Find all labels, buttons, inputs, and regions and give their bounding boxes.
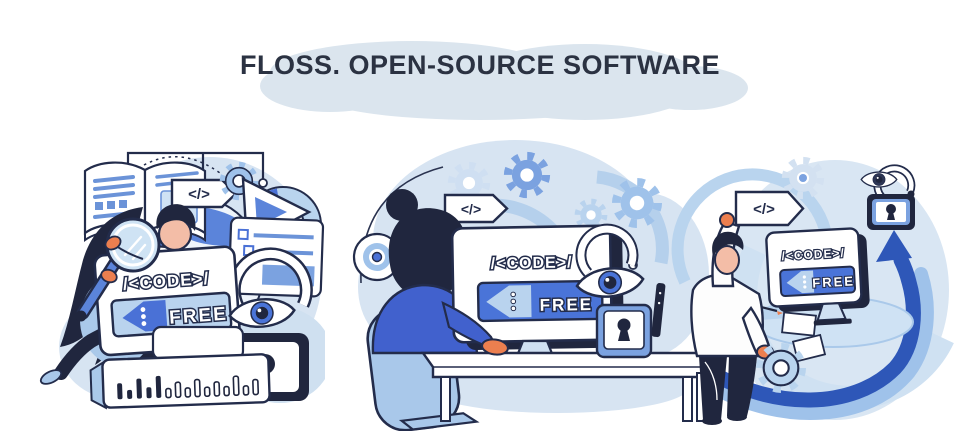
equalizer-bars-icon xyxy=(89,353,271,410)
code-card: /<CODE>/ FREE xyxy=(93,245,242,357)
person-figure xyxy=(371,189,479,355)
code-tag-icon: </> xyxy=(734,190,805,227)
padlock-icon xyxy=(867,194,915,230)
scene-left-illustration: </> /<CODE>/ xyxy=(39,151,325,410)
eye-icon xyxy=(860,171,898,188)
code-label: /<CODE>/ xyxy=(781,246,845,263)
scene-middle-illustration: </> /<CODE>/ FREE xyxy=(352,140,715,431)
scene-right-illustration: /<CODE>/ FREE </> xyxy=(671,110,954,425)
man-figure xyxy=(690,212,774,425)
code-tag-label: </> xyxy=(461,201,481,217)
free-banner: FREE xyxy=(779,265,856,298)
page-title: FLOSS. OPEN-SOURCE SOFTWARE xyxy=(239,50,721,80)
free-banner: FREE xyxy=(110,291,233,338)
gear-hub xyxy=(799,174,807,182)
monitor-icon: /<CODE>/ FREE xyxy=(765,227,870,326)
code-tag-icon: </> xyxy=(170,178,238,209)
padlock-icon xyxy=(595,303,653,359)
code-tag-label: </> xyxy=(188,186,210,203)
free-label: FREE xyxy=(169,304,229,329)
free-label: FREE xyxy=(812,273,855,290)
code-tag-label: </> xyxy=(753,201,775,218)
open-padlock-icon xyxy=(575,223,639,277)
code-label: /<CODE>/ xyxy=(491,254,573,272)
free-banner: FREE xyxy=(476,279,604,323)
magnifying-glass-icon xyxy=(75,217,161,322)
arm-on-desk xyxy=(441,301,509,356)
free-label: FREE xyxy=(540,295,594,315)
desk-icon xyxy=(420,351,715,422)
pen-holder xyxy=(651,283,666,338)
title-cloud xyxy=(260,41,748,120)
target-icon xyxy=(352,232,402,282)
display-panel xyxy=(151,325,245,361)
up-arrow-icon xyxy=(703,230,934,421)
